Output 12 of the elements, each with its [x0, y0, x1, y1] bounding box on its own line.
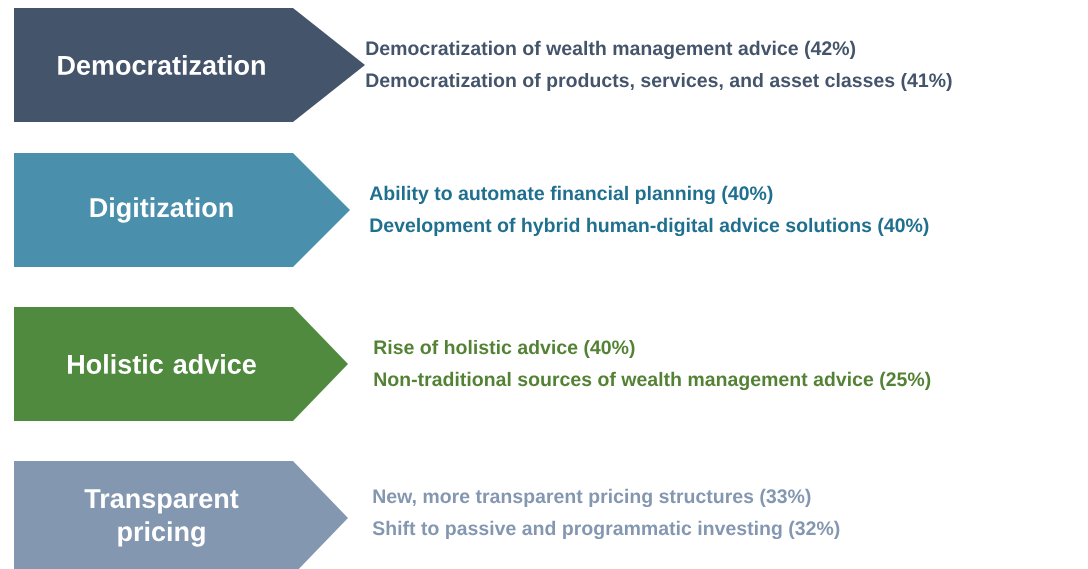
list-item: Democratization of products, services, and asset classes (41%) — [366, 72, 952, 92]
chevron-box: Digitization — [14, 153, 350, 267]
list-item: Democratization of wealth management advice (42%) — [366, 40, 856, 60]
list-item: Non-traditional sources of wealth management advice (25%) — [374, 371, 931, 391]
chevron-box: Holistic advice — [14, 307, 348, 421]
chevron-box: Democratization — [14, 8, 365, 122]
list-item: Development of hybrid human-digital advice solutions (40%) — [370, 217, 929, 237]
list-item: Shift to passive and programmatic investing (32%) — [372, 520, 840, 540]
list-item: New, more transparent pricing structures (33%) — [373, 488, 811, 508]
list-item: Rise of holistic advice (40%) — [374, 339, 635, 359]
list-item: Ability to automate financial planning (40%) — [369, 185, 773, 205]
chevron-box: Transparent pricing — [14, 461, 348, 569]
